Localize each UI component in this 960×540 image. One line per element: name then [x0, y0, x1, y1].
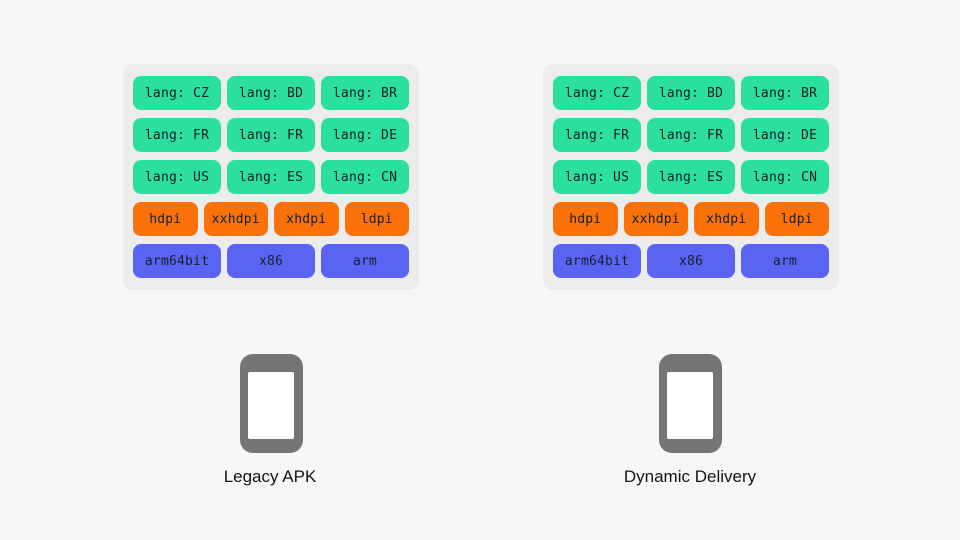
- chip-ldpi: ldpi: [344, 202, 409, 236]
- chip-lang-us: lang: US: [133, 160, 221, 194]
- phone-screen: [667, 372, 713, 439]
- chip-arm64bit: arm64bit: [133, 244, 221, 278]
- chip-lang-de: lang: DE: [741, 118, 829, 152]
- legacy-apk-caption: Legacy APK: [223, 467, 317, 486]
- chip-x86: x86: [227, 244, 315, 278]
- chip-lang-es: lang: ES: [647, 160, 735, 194]
- chip-xhdpi: xhdpi: [274, 202, 339, 236]
- chip-hdpi: hdpi: [553, 202, 618, 236]
- chip-lang-cn: lang: CN: [321, 160, 409, 194]
- chip-lang-bd: lang: BD: [227, 76, 315, 110]
- chip-arm64bit: arm64bit: [553, 244, 641, 278]
- chip-lang-fr: lang: FR: [227, 118, 315, 152]
- chip-lang-us: lang: US: [553, 160, 641, 194]
- chip-lang-fr: lang: FR: [553, 118, 641, 152]
- chip-lang-cz: lang: CZ: [133, 76, 221, 110]
- chip-xxhdpi: xxhdpi: [623, 202, 688, 236]
- chip-xxhdpi: xxhdpi: [203, 202, 268, 236]
- chip-lang-es: lang: ES: [227, 160, 315, 194]
- phone-screen: [248, 372, 294, 439]
- chip-lang-bd: lang: BD: [647, 76, 735, 110]
- chip-lang-br: lang: BR: [321, 76, 409, 110]
- chip-lang-cz: lang: CZ: [553, 76, 641, 110]
- chip-x86: x86: [647, 244, 735, 278]
- chip-lang-br: lang: BR: [741, 76, 829, 110]
- chip-lang-de: lang: DE: [321, 118, 409, 152]
- phone-icon: [659, 354, 722, 453]
- phone-icon: [240, 354, 303, 453]
- chip-lang-cn: lang: CN: [741, 160, 829, 194]
- chip-lang-fr: lang: FR: [133, 118, 221, 152]
- chip-arm: arm: [741, 244, 829, 278]
- chip-hdpi: hdpi: [133, 202, 198, 236]
- chip-xhdpi: xhdpi: [694, 202, 759, 236]
- chip-lang-fr: lang: FR: [647, 118, 735, 152]
- chip-arm: arm: [321, 244, 409, 278]
- chip-ldpi: ldpi: [764, 202, 829, 236]
- dynamic-delivery-caption: Dynamic Delivery: [623, 467, 757, 486]
